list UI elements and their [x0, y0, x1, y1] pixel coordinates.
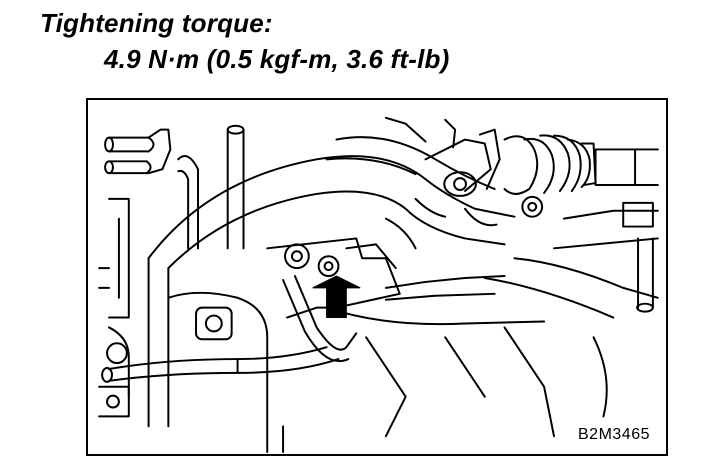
bent-pipe — [101, 275, 358, 454]
vertical-pipe — [177, 124, 245, 250]
torque-specification: 4.9 N·m (0.5 kgf-m, 3.6 ft-lb) — [104, 44, 450, 74]
throttle-body-assembly — [384, 116, 659, 227]
right-side-components — [483, 201, 659, 319]
tightening-torque-title: Tightening torque: — [40, 8, 273, 38]
lower-details — [325, 306, 608, 438]
bold-down-arrow-icon — [312, 275, 361, 319]
engine-illustration-frame: B2M3465 — [86, 98, 668, 456]
left-hose-pipes — [104, 128, 172, 175]
figure-code: B2M3465 — [576, 426, 652, 444]
engine-block — [98, 197, 269, 428]
intake-duct — [147, 136, 516, 270]
engine-illustration — [98, 116, 659, 454]
mounting-bracket — [266, 237, 506, 319]
